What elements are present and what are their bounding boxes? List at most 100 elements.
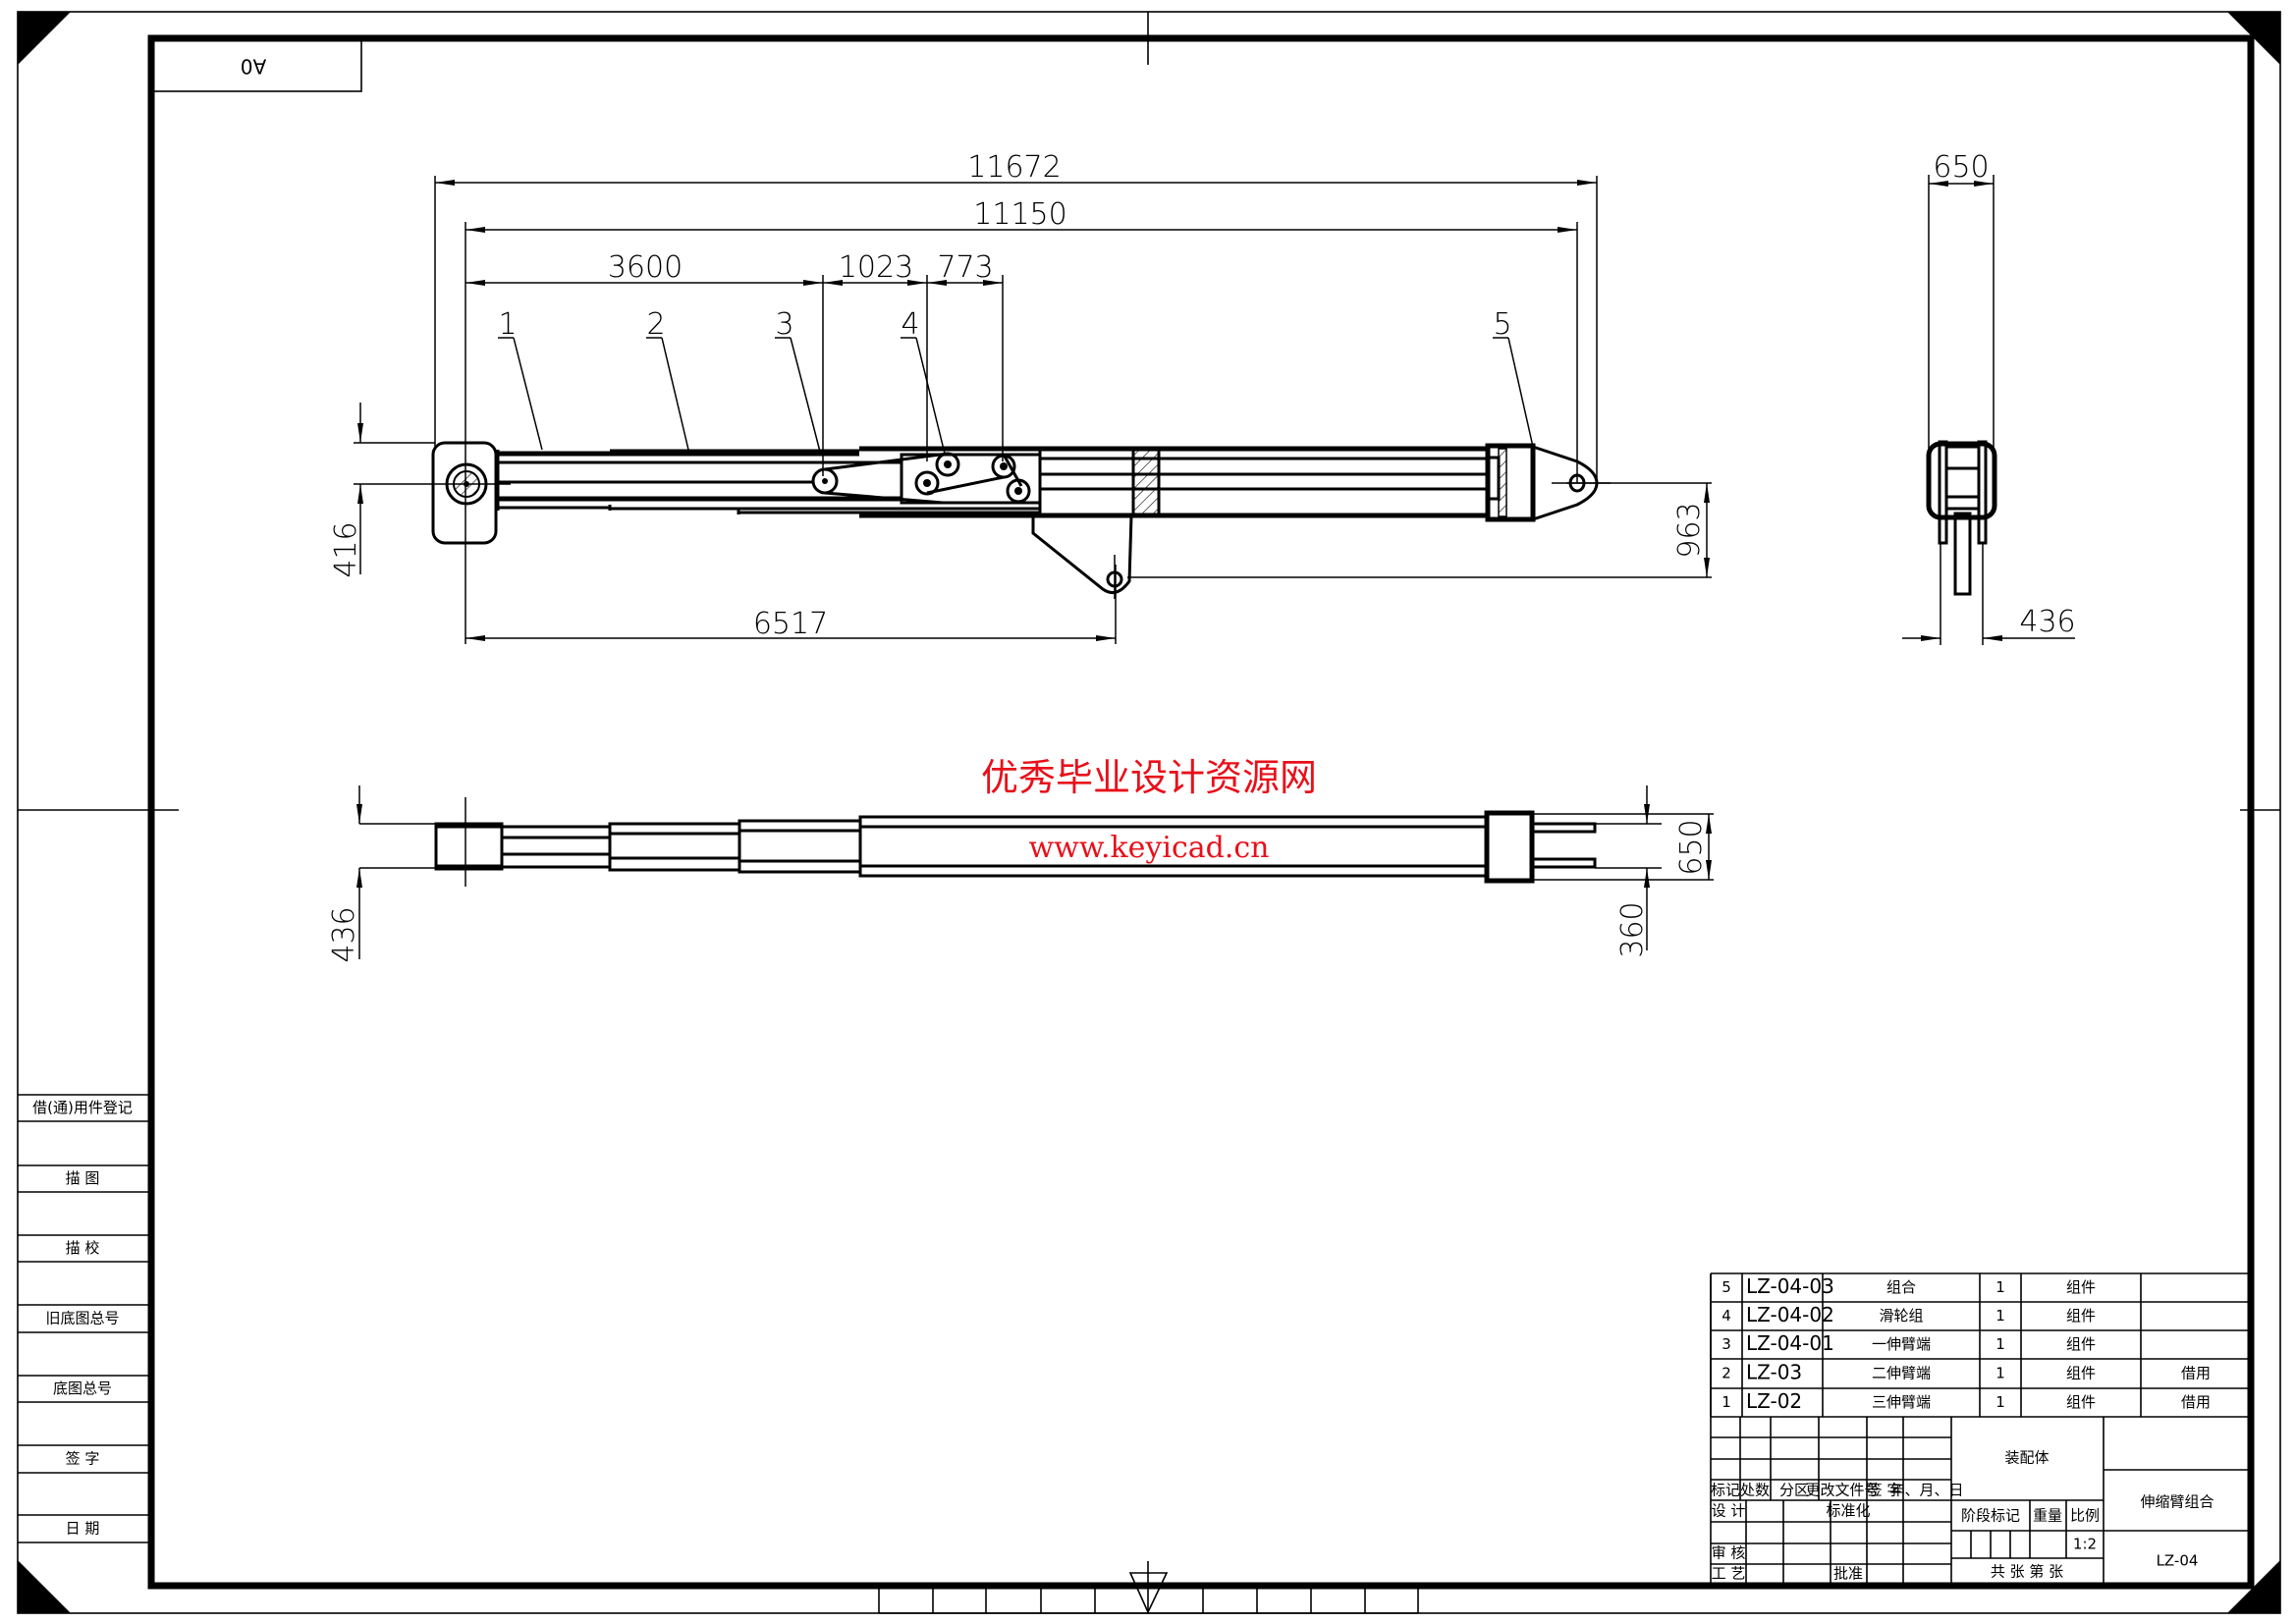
- standardization-label: 标准化: [1826, 1502, 1870, 1520]
- parts-row: 1 LZ-02 三伸臂端 1 组件 借用: [1722, 1389, 2211, 1413]
- part-material: 组件: [2066, 1393, 2096, 1411]
- dim-text: 3600: [608, 250, 683, 285]
- part-qty: 1: [1995, 1335, 2005, 1353]
- corner-mark: [18, 1560, 71, 1613]
- strip-label: 签 字: [66, 1450, 100, 1468]
- part-code: LZ-04-03: [1746, 1274, 1834, 1298]
- bottom-zone-strip: [878, 1561, 1419, 1614]
- hatched-section: [1131, 447, 1161, 517]
- watermark-title: 优秀毕业设计资源网: [981, 756, 1317, 799]
- review-label: 审 核: [1712, 1544, 1746, 1562]
- dim-text: 416: [329, 521, 363, 577]
- part-name: 二伸臂端: [1872, 1365, 1931, 1382]
- part-code: LZ-03: [1746, 1361, 1802, 1384]
- part-name: 滑轮组: [1879, 1307, 1923, 1325]
- rev-header: 签 字: [1868, 1482, 1902, 1499]
- base-end-block: [431, 441, 498, 545]
- part-name: 三伸臂端: [1872, 1393, 1931, 1411]
- balloon-1: 1: [498, 307, 517, 342]
- part-name: 组合: [1886, 1278, 1916, 1296]
- part-name: 一伸臂端: [1872, 1335, 1931, 1353]
- scale-value: 1:2: [2073, 1536, 2097, 1553]
- sheet-size-box: A0: [152, 37, 362, 92]
- dimension-chain: 3600 1023 773: [465, 250, 1004, 476]
- sheet-count: 共 张 第 张: [1991, 1563, 2063, 1581]
- mounting-bracket: [1031, 514, 1133, 595]
- dim-text: 436: [327, 906, 361, 962]
- dim-text: 360: [1615, 901, 1650, 957]
- title-grid: [1710, 1273, 2251, 1586]
- part-qty: 1: [1995, 1393, 2005, 1411]
- strip-label: 描 校: [66, 1239, 100, 1257]
- grid-line: [1507, 337, 1534, 448]
- dim-text: 963: [1672, 502, 1707, 558]
- sheet-frame: [17, 11, 2281, 1614]
- balloon-2: 2: [646, 307, 665, 342]
- side-view: 650 436: [1902, 150, 2076, 645]
- dim-text: 650: [1933, 150, 1989, 185]
- watermark: 优秀毕业设计资源网 www.keyicad.cn: [981, 756, 1317, 865]
- scale-label: 比例: [2070, 1507, 2100, 1525]
- corner-mark: [2227, 1560, 2280, 1613]
- dim-text: 11672: [967, 150, 1061, 185]
- corner-mark: [18, 12, 71, 65]
- rev-header: 分区: [1779, 1482, 1809, 1499]
- corner-mark: [2227, 12, 2280, 65]
- grid-line: [790, 337, 821, 453]
- watermark-url: www.keyicad.cn: [1028, 831, 1269, 865]
- part-material: 组件: [2066, 1307, 2096, 1325]
- process-label: 工 艺: [1712, 1565, 1746, 1583]
- rev-header: 标记: [1711, 1482, 1740, 1499]
- telescopic-arm-body: [422, 441, 1611, 599]
- strip-label: 底图总号: [53, 1380, 112, 1397]
- rev-header: 更改文件号: [1805, 1482, 1879, 1499]
- sheet-size-label: A0: [241, 55, 266, 79]
- pulley-assembly: [811, 452, 1031, 505]
- part-qty: 1: [1995, 1278, 2005, 1296]
- part-note: 借用: [2181, 1365, 2211, 1382]
- part-code: LZ-04-02: [1746, 1303, 1834, 1326]
- part-no: 5: [1722, 1278, 1731, 1296]
- material-name: 装配体: [2004, 1449, 2049, 1467]
- part-no: 1: [1722, 1393, 1731, 1411]
- part-material: 组件: [2066, 1365, 2096, 1382]
- part-code: LZ-02: [1746, 1389, 1802, 1413]
- dim-text: 773: [937, 250, 993, 285]
- design-label: 设 计: [1712, 1502, 1746, 1520]
- orientation-triangle-icon: [1128, 1572, 1169, 1614]
- approve-label: 批准: [1833, 1565, 1863, 1583]
- part-no: 4: [1722, 1307, 1731, 1325]
- dimension-left-height: 416: [329, 403, 435, 578]
- dim-text: 11150: [973, 197, 1066, 232]
- elevation-view: 11672 11150 3600 1023 773 416: [329, 150, 1712, 644]
- part-qty: 1: [1995, 1365, 2005, 1382]
- dimension-bracket-position: 6517: [465, 565, 1117, 644]
- strip-label: 借(通)用件登记: [32, 1099, 133, 1116]
- parts-row: 2 LZ-03 二伸臂端 1 组件 借用: [1722, 1361, 2211, 1384]
- weight-label: 重量: [2033, 1507, 2062, 1525]
- part-no: 3: [1722, 1335, 1731, 1353]
- drawing-name: 伸缩臂组合: [2140, 1493, 2214, 1511]
- part-note: 借用: [2181, 1393, 2211, 1411]
- dimension-overall-length: 11672: [434, 150, 1598, 483]
- rev-header: 年、月、日: [1889, 1482, 1963, 1499]
- part-no: 2: [1722, 1365, 1731, 1382]
- strip-label: 描 图: [66, 1169, 100, 1187]
- grid-line: [513, 337, 543, 451]
- grid-line: [661, 337, 689, 451]
- balloon-4: 4: [901, 307, 919, 342]
- stage-mark-label: 阶段标记: [1961, 1507, 2020, 1525]
- part-qty: 1: [1995, 1307, 2005, 1325]
- dimension-pin-to-pin: 11150: [465, 197, 1578, 644]
- dim-text: 1023: [839, 250, 913, 285]
- parts-row: 4 LZ-04-02 滑轮组 1 组件: [1722, 1303, 2096, 1326]
- rev-header: 处数: [1740, 1482, 1770, 1499]
- balloon-5: 5: [1493, 307, 1511, 342]
- dimension-bracket-drop: 963: [1127, 482, 1712, 578]
